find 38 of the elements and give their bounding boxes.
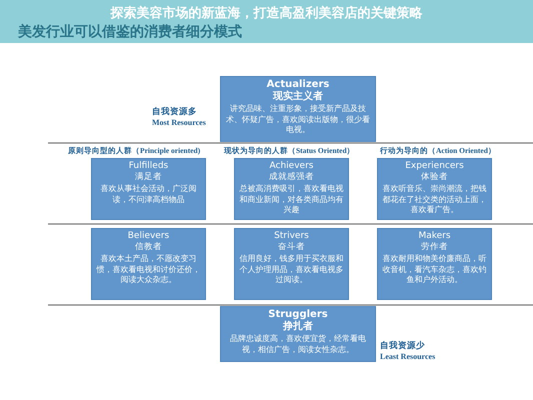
segment-card: [91, 158, 206, 220]
resource-label: 自我资源多: [152, 106, 197, 118]
segment-description: 信用良好，钱多用于买衣服和个人护理用品，喜欢看电视多过阅读。: [239, 254, 344, 286]
resource-label: Most Resources: [152, 118, 206, 127]
segment-card: [91, 228, 206, 300]
segment-chinese-name: 体验者: [421, 172, 448, 183]
resource-label: 自我资源少: [380, 340, 425, 352]
section-heading: 美发行业可以借鉴的消费者细分模式: [18, 23, 242, 41]
segment-name: Believers: [128, 231, 170, 242]
segment-description: 喜欢从事社会活动，广泛阅读，不问津高档物品: [100, 184, 198, 205]
segment-card: [234, 158, 349, 220]
segment-name: Achievers: [270, 161, 314, 172]
segment-chinese-name: 信教者: [135, 242, 162, 253]
segment-description: 讲究品味、注重形象，接受新产品及技术、怀疑广告，喜欢阅读出版物，很少看电视。: [225, 104, 371, 136]
segment-chinese-name: 挣扎者: [283, 321, 313, 333]
segment-description: 喜欢耐用和物美价廉商品，听收音机，看汽车杂志，喜欢钓鱼和户外活动。: [382, 254, 487, 286]
segment-card: [220, 76, 376, 142]
segment-description: 喜欢听音乐、崇尚潮流，把钱都花在了社交类的活动上面，喜欢看广告。: [382, 184, 487, 216]
segment-name: Experiencers: [405, 161, 464, 172]
segment-chinese-name: 奋斗者: [278, 242, 305, 253]
segment-chinese-name: 现实主义者: [273, 91, 323, 103]
segment-name: Strivers: [274, 231, 309, 242]
segment-chinese-name: 劳作者: [421, 242, 448, 253]
segment-description: 品牌忠诚度高，喜欢便宜货，经常看电视，相信广告，阅读女性杂志。: [229, 334, 367, 355]
segment-description: 总被高消费吸引，喜欢看电视和商业新闻，对各类商品均有兴趣: [239, 184, 344, 216]
segment-name: Fulfilleds: [128, 161, 168, 172]
segment-name: Actualizers: [266, 79, 330, 90]
segment-description: 喜欢本土产品，不愿改变习惯，喜欢看电视和讨价还价，阅读大众杂志。: [96, 254, 201, 286]
segment-name: Strugglers: [268, 309, 328, 320]
segment-card: [377, 228, 492, 300]
segment-chinese-name: 成就感强者: [269, 172, 314, 183]
segment-card: [377, 158, 492, 220]
resource-label: Least Resources: [380, 352, 436, 361]
page-title: 探索美容市场的新蓝海，打造高盈利美容店的关键策略: [109, 4, 424, 22]
segment-chinese-name: 满足者: [135, 172, 162, 183]
segment-name: Makers: [418, 231, 451, 242]
segment-card: [234, 228, 349, 300]
segment-card: [220, 306, 376, 362]
